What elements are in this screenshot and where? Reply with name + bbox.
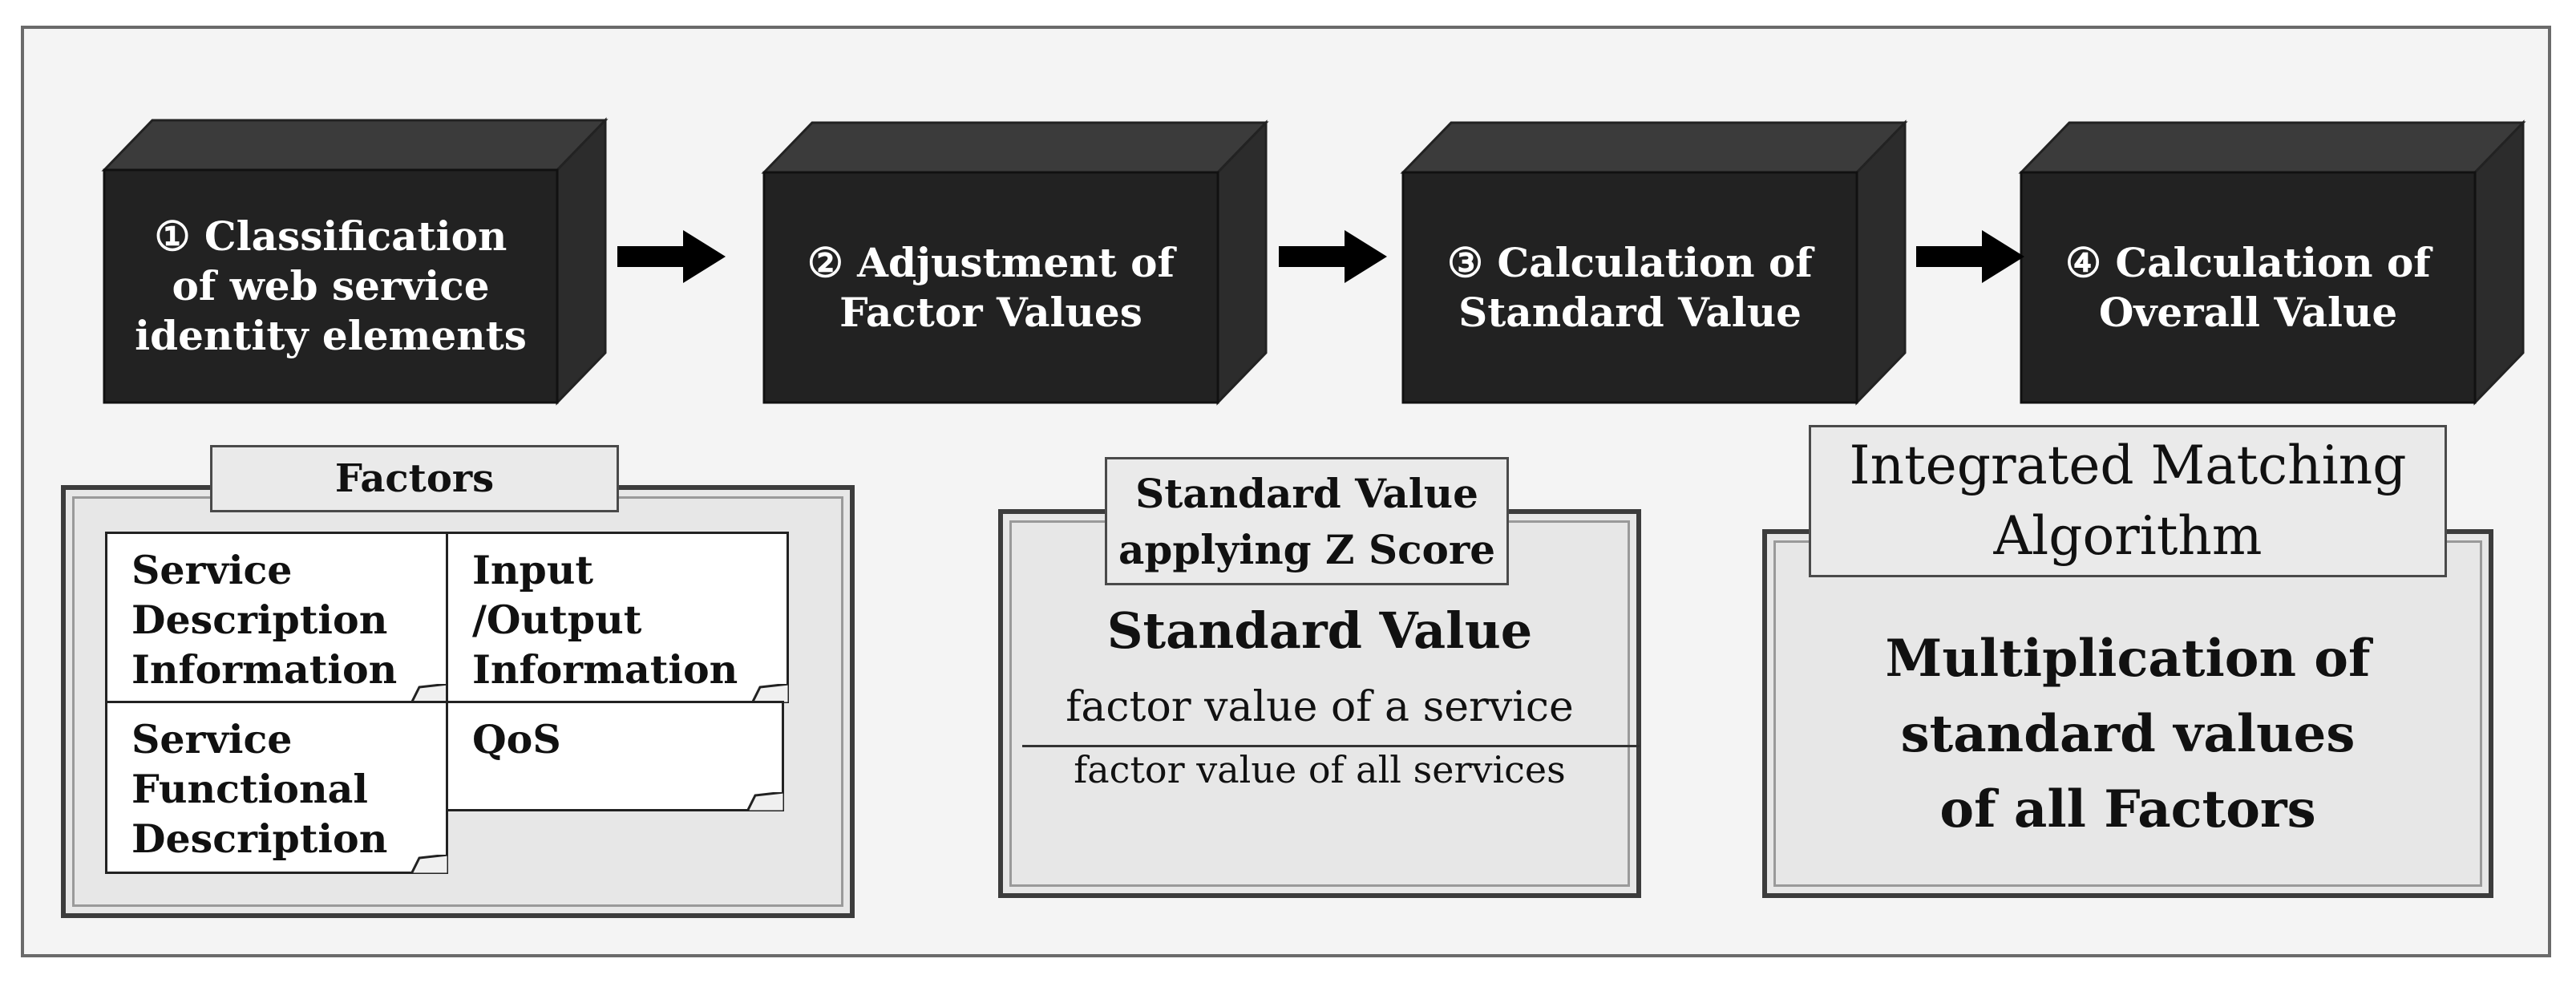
- fraction-line: [1022, 745, 1640, 747]
- factor-card-qos: QoS: [446, 701, 784, 811]
- integrated-matching-title: Integrated Matching Algorithm: [1809, 425, 2447, 577]
- page-fold-icon: [411, 684, 448, 703]
- page-fold-icon: [411, 855, 448, 874]
- step-2-label: ② Adjustment of Factor Values: [807, 238, 1175, 336]
- formula-numerator: factor value of a service: [1066, 683, 1574, 731]
- formula-denominator: factor value of all services: [1074, 748, 1566, 791]
- factors-title: Factors: [210, 445, 619, 512]
- factor-card-service-functional: Service Functional Description: [105, 701, 448, 874]
- standard-value-heading: Standard Value: [1106, 601, 1533, 660]
- arrow-1-2: [617, 230, 726, 283]
- factor-card-service-description: Service Description Information: [105, 532, 448, 703]
- page-fold-icon: [752, 684, 789, 703]
- arrow-2-3: [1279, 230, 1387, 283]
- factor-card-input-output: Input /Output Information: [446, 532, 789, 703]
- page-fold-icon: [747, 792, 784, 811]
- arrow-3-4: [1916, 230, 2024, 283]
- integrated-matching-body: Multiplication of standard values of all…: [1885, 629, 2371, 839]
- step-1-label: ① Classification of web service identity…: [135, 212, 527, 359]
- step-4-label: ④ Calculation of Overall Value: [2065, 238, 2431, 336]
- step-3-label: ③ Calculation of Standard Value: [1447, 238, 1813, 336]
- standard-value-title: Standard Value applying Z Score: [1105, 457, 1509, 585]
